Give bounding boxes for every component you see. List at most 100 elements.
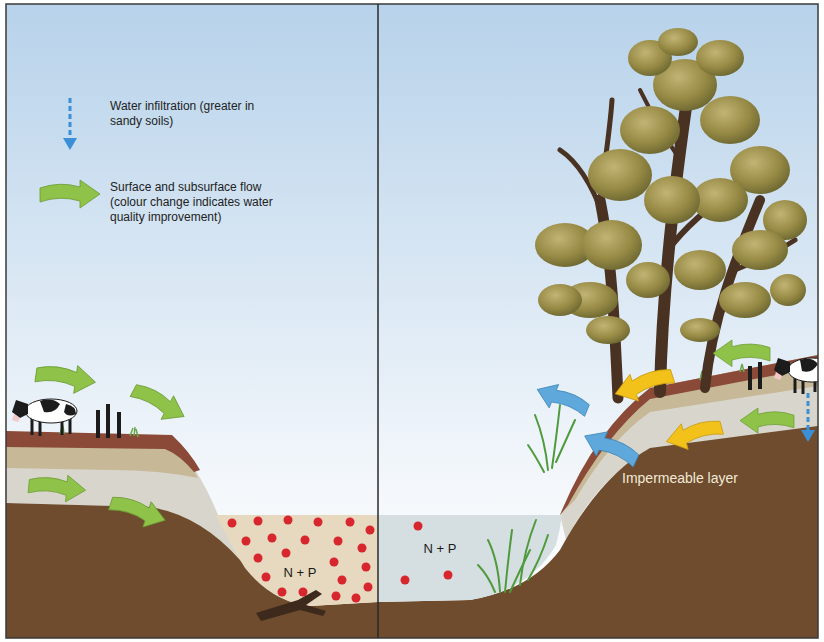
cow: [774, 358, 818, 394]
legend-text: Surface and subsurface flow (colour chan…: [110, 180, 286, 225]
reeds: [478, 405, 575, 592]
illustration-part: [332, 592, 341, 601]
illustration-part: [25, 399, 77, 423]
cow: [12, 399, 77, 436]
illustration-part: [663, 414, 725, 454]
illustration-part: [713, 340, 770, 367]
illustration-part: [556, 420, 575, 462]
illustration-part: [69, 418, 72, 434]
illustration-part: [700, 96, 760, 144]
illustration-part: [520, 520, 536, 585]
illustration-part: [28, 472, 87, 503]
illustration-part: [299, 588, 308, 597]
illustration-part: [254, 517, 263, 526]
flow-arrows: [532, 340, 794, 472]
illustration-part: [532, 378, 592, 422]
illustration-part: [528, 445, 544, 472]
infiltration-arrow: [801, 393, 815, 442]
illustration-part: [644, 176, 700, 224]
illustration-part: [31, 418, 34, 435]
illustration-part: [69, 98, 72, 138]
impermeable-ground: [6, 503, 378, 638]
illustration-part: [748, 366, 752, 390]
illustration-part: [478, 565, 495, 592]
illustration-part: [538, 284, 582, 316]
illustration-part: [674, 250, 726, 290]
murky-water: [216, 515, 378, 606]
illustration-part: [800, 359, 818, 372]
illustration-part: [740, 408, 794, 433]
illustration-part: [552, 405, 560, 468]
legend-flow-symbol: [40, 180, 100, 208]
sky: [6, 4, 818, 638]
illustration-part: [282, 549, 291, 558]
illustration-part: [658, 28, 698, 56]
tree-foliage: [535, 28, 807, 344]
layer-label: Impermeable layer: [622, 470, 738, 486]
nutrient-dots: [228, 516, 375, 603]
illustration-part: [117, 412, 121, 438]
illustration-part: [284, 516, 293, 525]
fallen-log: [256, 590, 326, 621]
nutrient-label: N + P: [424, 541, 457, 556]
illustration-part: [64, 404, 76, 416]
frame: [6, 4, 818, 638]
impermeable-ground: [378, 426, 818, 638]
nutrient-label: N + P: [284, 565, 317, 580]
legend-text: Water infiltration (greater in sandy soi…: [110, 99, 286, 129]
illustration-part: [535, 415, 548, 470]
illustration-part: [63, 138, 77, 150]
illustration-part: [528, 535, 548, 580]
illustration-part: [301, 536, 310, 545]
illustration-part: [228, 519, 237, 528]
illustration-part: [696, 40, 744, 76]
scene: [6, 4, 818, 638]
topsoil-layer: [6, 431, 200, 472]
illustration-part: [626, 262, 670, 298]
illustration-part: [770, 274, 806, 306]
illustration-part: [358, 544, 367, 553]
illustration-part: [262, 573, 271, 582]
illustration-part: [96, 410, 100, 438]
illustration-part: [582, 220, 642, 270]
illustration-part: [788, 358, 818, 382]
illustration-part: [680, 318, 720, 342]
illustration-part: [242, 537, 251, 546]
illustration-part: [346, 518, 355, 527]
illustration-part: [40, 400, 60, 413]
illustration-part: [107, 490, 169, 533]
illustration-part: [505, 530, 512, 592]
illustration-part: [128, 378, 191, 428]
legend-infiltration-symbol: [63, 98, 77, 150]
illustration-part: [758, 362, 762, 389]
illustration-part: [330, 558, 339, 567]
illustration-part: [34, 360, 97, 396]
flow-arrows: [28, 360, 191, 533]
illustration-part: [801, 430, 815, 442]
illustration-part: [278, 588, 287, 597]
illustration-part: [414, 522, 423, 531]
illustration-part: [106, 404, 110, 438]
illustration-part: [774, 372, 782, 380]
illustration-part: [314, 518, 323, 527]
illustration-part: [794, 378, 797, 393]
panel-divider: [377, 4, 379, 638]
fence-posts: [96, 362, 762, 438]
tree-trunks: [560, 80, 795, 398]
illustration-part: [338, 576, 347, 585]
illustration-part: [732, 230, 788, 270]
illustration-part: [620, 106, 680, 154]
illustration-part: [334, 537, 343, 546]
illustration-part: [692, 178, 748, 222]
illustration-part: [364, 583, 373, 592]
illustration-part: [444, 571, 453, 580]
illustration-part: [268, 534, 277, 543]
illustration-part: [588, 149, 652, 201]
legend-item: Water infiltration (greater in sandy soi…: [110, 99, 286, 129]
grass: [60, 364, 744, 437]
illustration-part: [488, 540, 500, 592]
illustration-part: [807, 393, 810, 430]
illustration-part: [352, 594, 361, 603]
